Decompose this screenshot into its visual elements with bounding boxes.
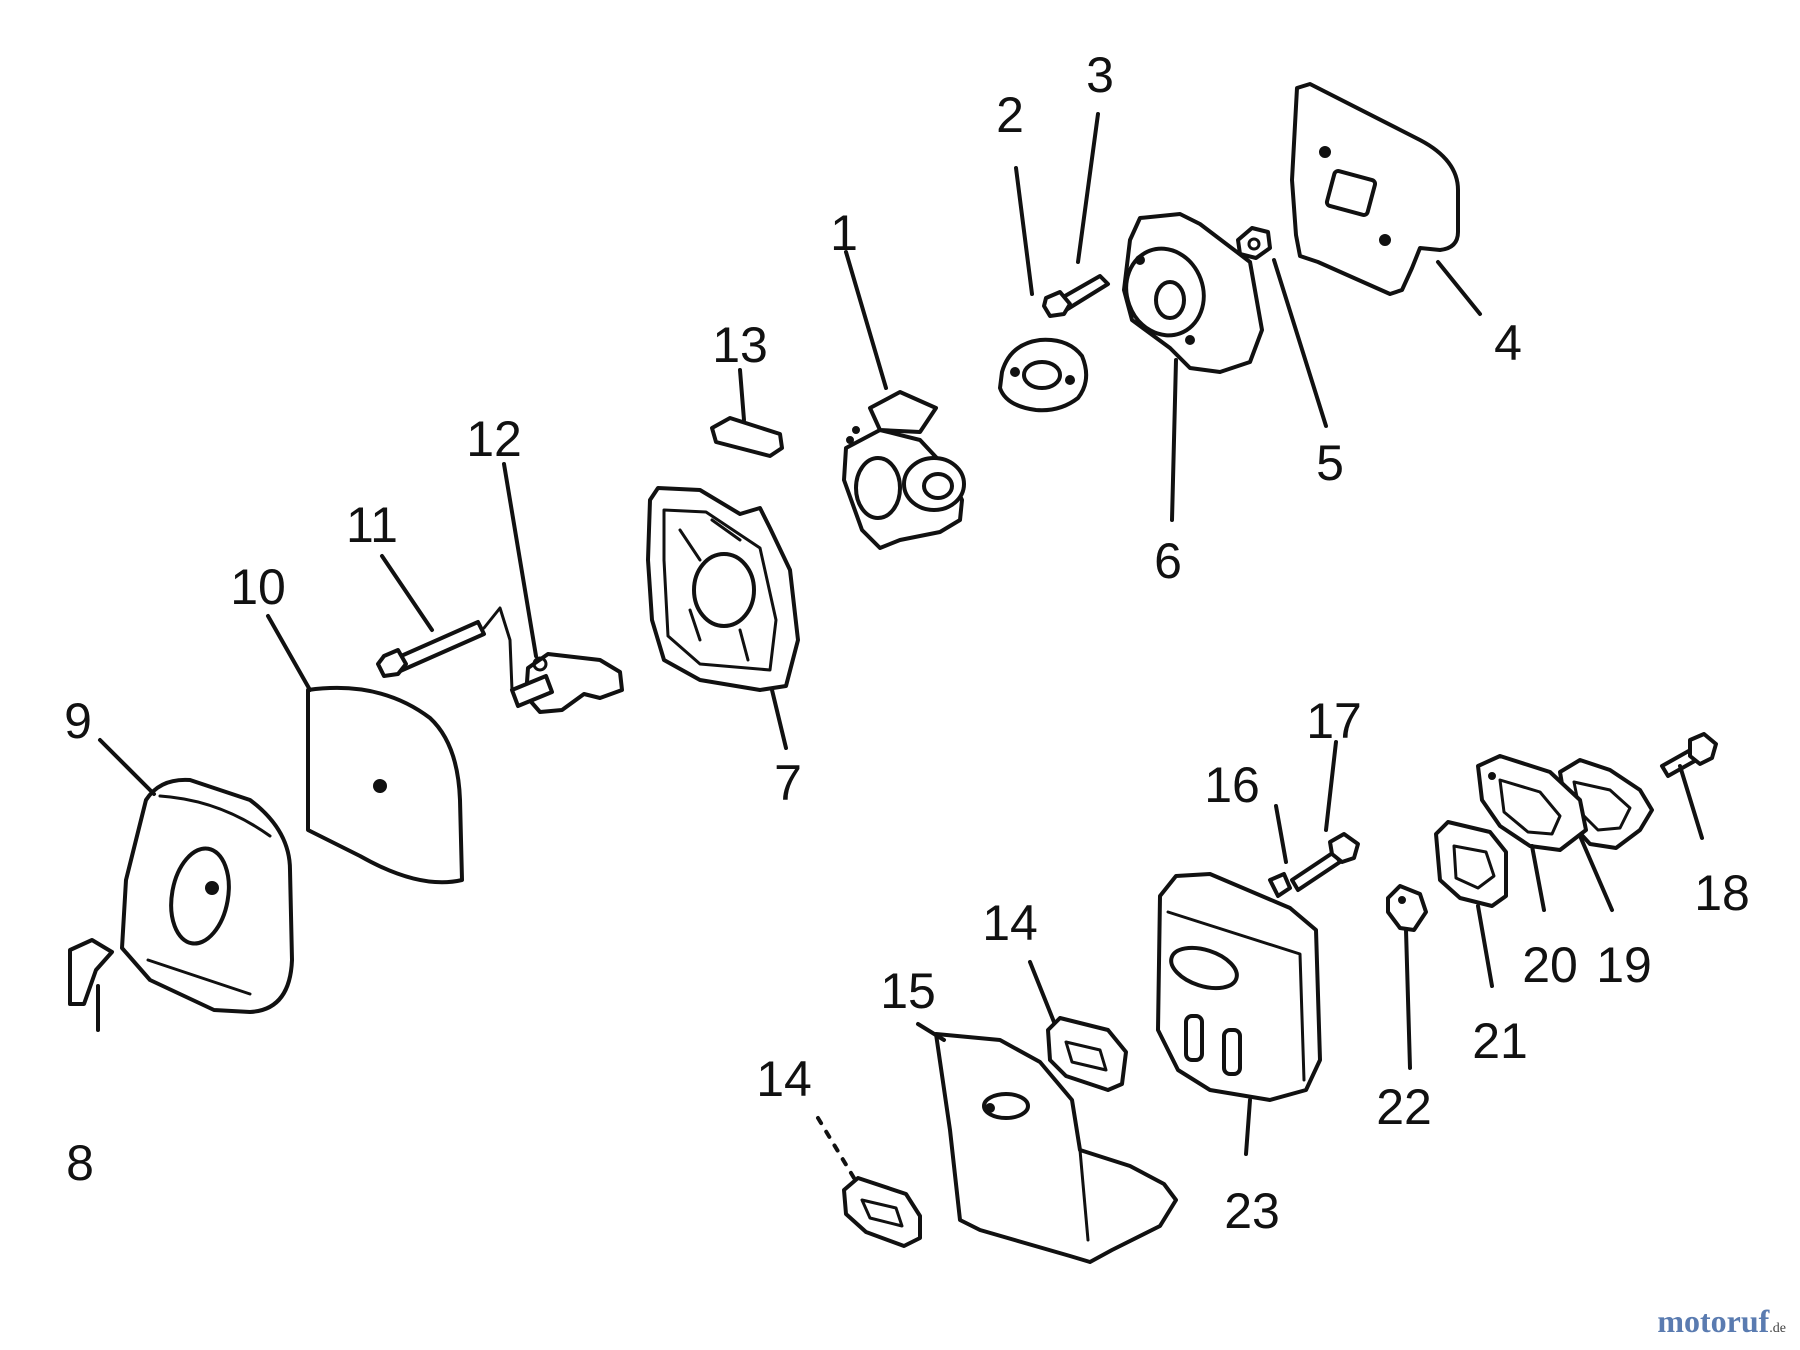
label-part-12: 12 — [466, 411, 522, 467]
label-part-2: 2 — [996, 87, 1024, 143]
part-18-bolt — [1660, 732, 1718, 778]
label-part-3: 3 — [1086, 47, 1114, 103]
part-7-filter-base — [646, 486, 800, 692]
label-part-14-upper: 14 — [982, 895, 1038, 951]
part-23-muffler — [1156, 872, 1322, 1102]
watermark-brand: motoruf — [1657, 1303, 1770, 1339]
label-part-13: 13 — [712, 317, 768, 373]
part-22-plate — [1386, 884, 1428, 932]
label-part-6: 6 — [1154, 533, 1182, 589]
part-5-nut — [1236, 226, 1272, 260]
part-8-clip — [68, 938, 114, 1006]
label-part-22: 22 — [1376, 1079, 1432, 1135]
label-part-1: 1 — [830, 205, 858, 261]
label-part-11: 11 — [346, 497, 398, 553]
label-part-21: 21 — [1472, 1013, 1528, 1069]
label-part-9: 9 — [64, 693, 92, 749]
label-part-4: 4 — [1494, 315, 1522, 371]
part-17-screw — [1290, 832, 1360, 892]
part-4-heat-shield — [1290, 82, 1460, 296]
part-14-gasket-lower — [842, 1176, 922, 1248]
label-part-10: 10 — [230, 559, 286, 615]
label-part-16: 16 — [1204, 757, 1260, 813]
part-21-gasket — [1434, 820, 1508, 908]
part-6-intake-adapter — [1122, 212, 1264, 374]
part-3-screw — [1042, 274, 1110, 318]
part-1-carburetor — [842, 390, 966, 550]
label-part-14-lower: 14 — [756, 1051, 812, 1107]
leader-lines — [96, 112, 1704, 1180]
label-part-5: 5 — [1316, 435, 1344, 491]
part-10-filter-element — [306, 686, 464, 885]
part-14-gasket-upper — [1046, 1016, 1128, 1092]
watermark-logo: motoruf.de — [1657, 1303, 1786, 1340]
label-part-17: 17 — [1306, 693, 1362, 749]
part-13-gasket-strip — [710, 416, 784, 458]
part-16-washer — [1268, 872, 1292, 898]
part-labels: 1 2 3 4 5 6 7 8 9 10 11 12 13 14 14 15 1… — [64, 47, 1750, 1239]
part-12-choke-lever — [510, 652, 624, 714]
label-part-8: 8 — [66, 1135, 94, 1191]
watermark-tld: .de — [1769, 1321, 1786, 1336]
part-2-gasket — [998, 337, 1089, 413]
label-part-20: 20 — [1522, 937, 1578, 993]
label-part-23: 23 — [1224, 1183, 1280, 1239]
label-part-18: 18 — [1694, 865, 1750, 921]
part-15-heat-shield — [934, 1032, 1178, 1264]
label-part-19: 19 — [1596, 937, 1652, 993]
label-part-7: 7 — [774, 755, 802, 811]
part-9-filter-cover — [120, 777, 294, 1014]
part-11-long-screw — [376, 606, 514, 692]
label-part-15: 15 — [880, 963, 936, 1019]
part-20-gasket — [1476, 754, 1588, 852]
